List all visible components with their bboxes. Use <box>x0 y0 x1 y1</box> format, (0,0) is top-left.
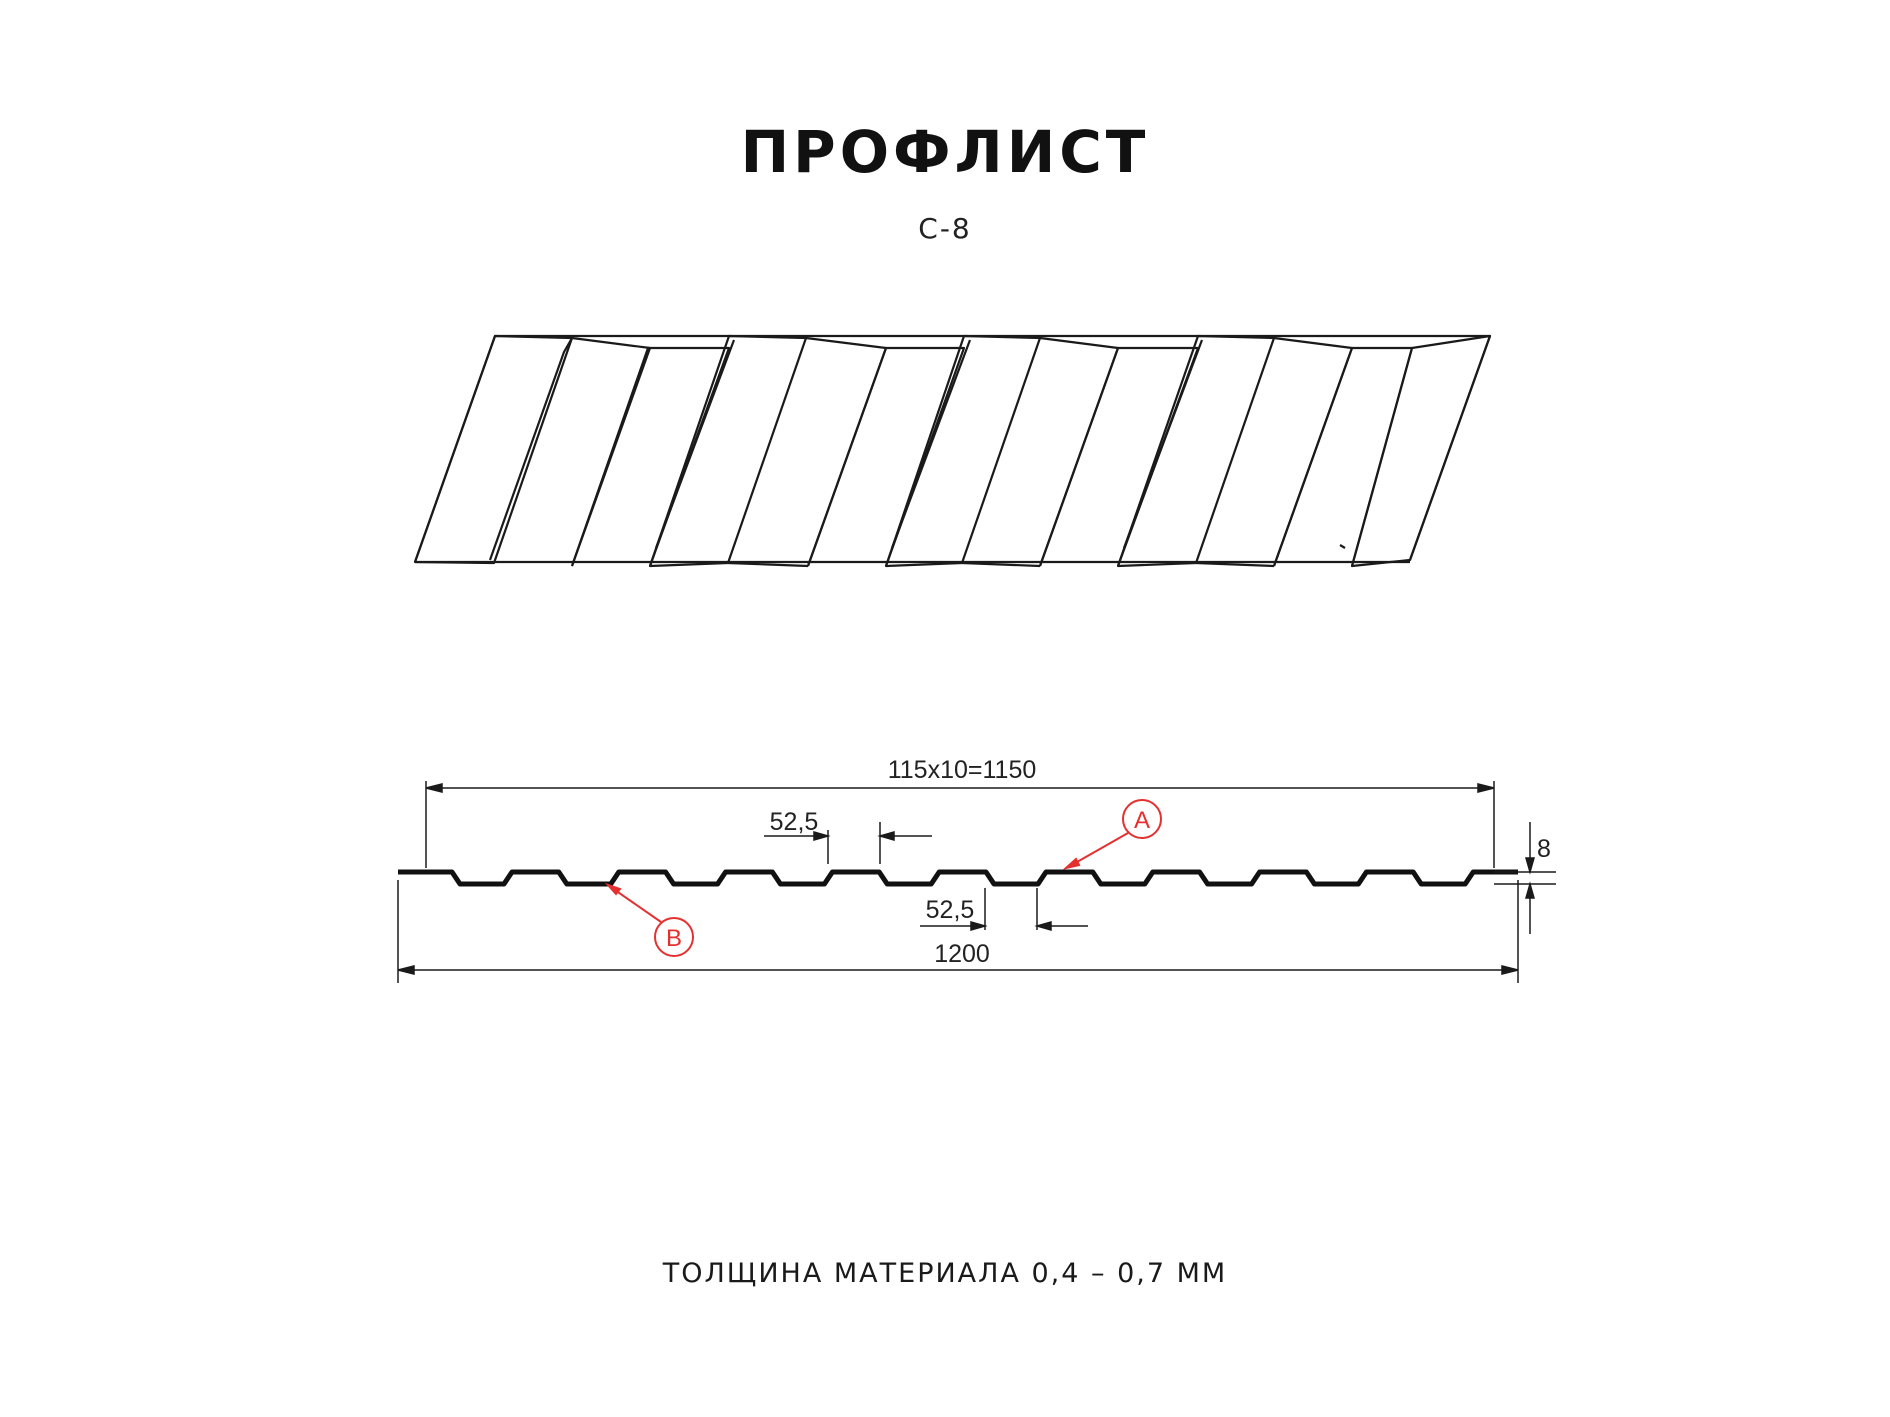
material-thickness-note: ТОЛЩИНА МАТЕРИАЛА 0,4 – 0,7 ММ <box>662 1258 1228 1289</box>
cross-section-view: 115x10=1150 1200 52,5 <box>397 756 1556 983</box>
page-title: ПРОФЛИСТ <box>740 118 1150 186</box>
rib-3 <box>884 334 1042 568</box>
dim-full-width <box>397 880 1519 983</box>
dim-full-width-label: 1200 <box>934 940 990 968</box>
dim-height-label: 8 <box>1537 835 1551 863</box>
marker-a <box>1062 799 1162 870</box>
sheet-isometric-view <box>413 334 1492 568</box>
rib-4 <box>1116 334 1276 568</box>
dim-working-width-label: 115x10=1150 <box>888 756 1037 784</box>
rib-1 <box>413 334 574 565</box>
rib-5 <box>1350 334 1492 568</box>
dim-working-width <box>425 781 1495 868</box>
rib-2 <box>648 334 808 568</box>
dim-bottom-shelf-label: 52,5 <box>926 896 975 924</box>
valley-4 <box>1195 561 1275 568</box>
product-code: С-8 <box>918 212 972 245</box>
dim-height <box>1494 822 1556 934</box>
dim-bottom-shelf <box>920 888 1088 931</box>
profile-section <box>398 869 1518 887</box>
dim-top-shelf-label: 52,5 <box>770 808 819 836</box>
valley-2 <box>727 561 809 568</box>
marker-a-label: A <box>1134 807 1150 834</box>
marker-b <box>604 882 694 957</box>
dim-top-shelf <box>764 822 932 864</box>
marker-b-label: B <box>666 925 682 952</box>
valley-3 <box>961 561 1041 568</box>
valley-1 <box>570 346 731 567</box>
